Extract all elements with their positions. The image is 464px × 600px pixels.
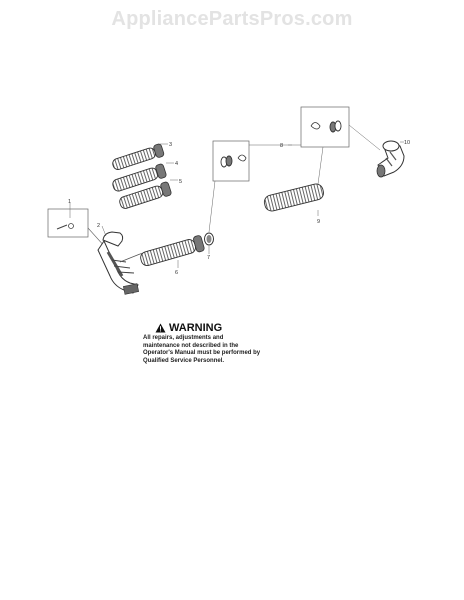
clamp-ring-part-7	[204, 232, 214, 254]
callout-4: 4	[175, 161, 178, 167]
callout-9: 9	[317, 219, 320, 225]
elbow-part-10	[376, 140, 405, 178]
blower-elbow-part-2	[97, 231, 169, 295]
callout-8: 8	[280, 143, 283, 149]
blower-tube-part-6	[140, 235, 205, 267]
warning-notice: WARNING All repairs, adjustments and mai…	[143, 322, 273, 365]
callout-6: 6	[175, 270, 178, 276]
site-watermark: AppliancePartsPros.com	[111, 8, 353, 30]
callout-1: 1	[68, 199, 71, 205]
detail-box-clamp-right	[249, 106, 381, 185]
warning-body: All repairs, adjustments and maintenance…	[143, 335, 261, 364]
blower-tube-part-4	[112, 163, 167, 192]
callout-10: 10	[404, 140, 410, 146]
warning-heading: WARNING	[155, 322, 273, 334]
callout-3: 3	[169, 142, 172, 148]
callout-2: 2	[97, 223, 100, 229]
blower-tube-part-3	[112, 143, 165, 170]
callout-leaders	[69, 141, 404, 268]
warning-triangle-icon	[155, 323, 166, 333]
detail-box-clamp-left	[208, 140, 250, 233]
blower-tube-part-5	[119, 181, 172, 209]
callout-7: 7	[207, 255, 210, 261]
callout-5: 5	[179, 179, 182, 185]
warning-title: WARNING	[169, 322, 223, 334]
flex-hose-part-9	[263, 183, 324, 212]
